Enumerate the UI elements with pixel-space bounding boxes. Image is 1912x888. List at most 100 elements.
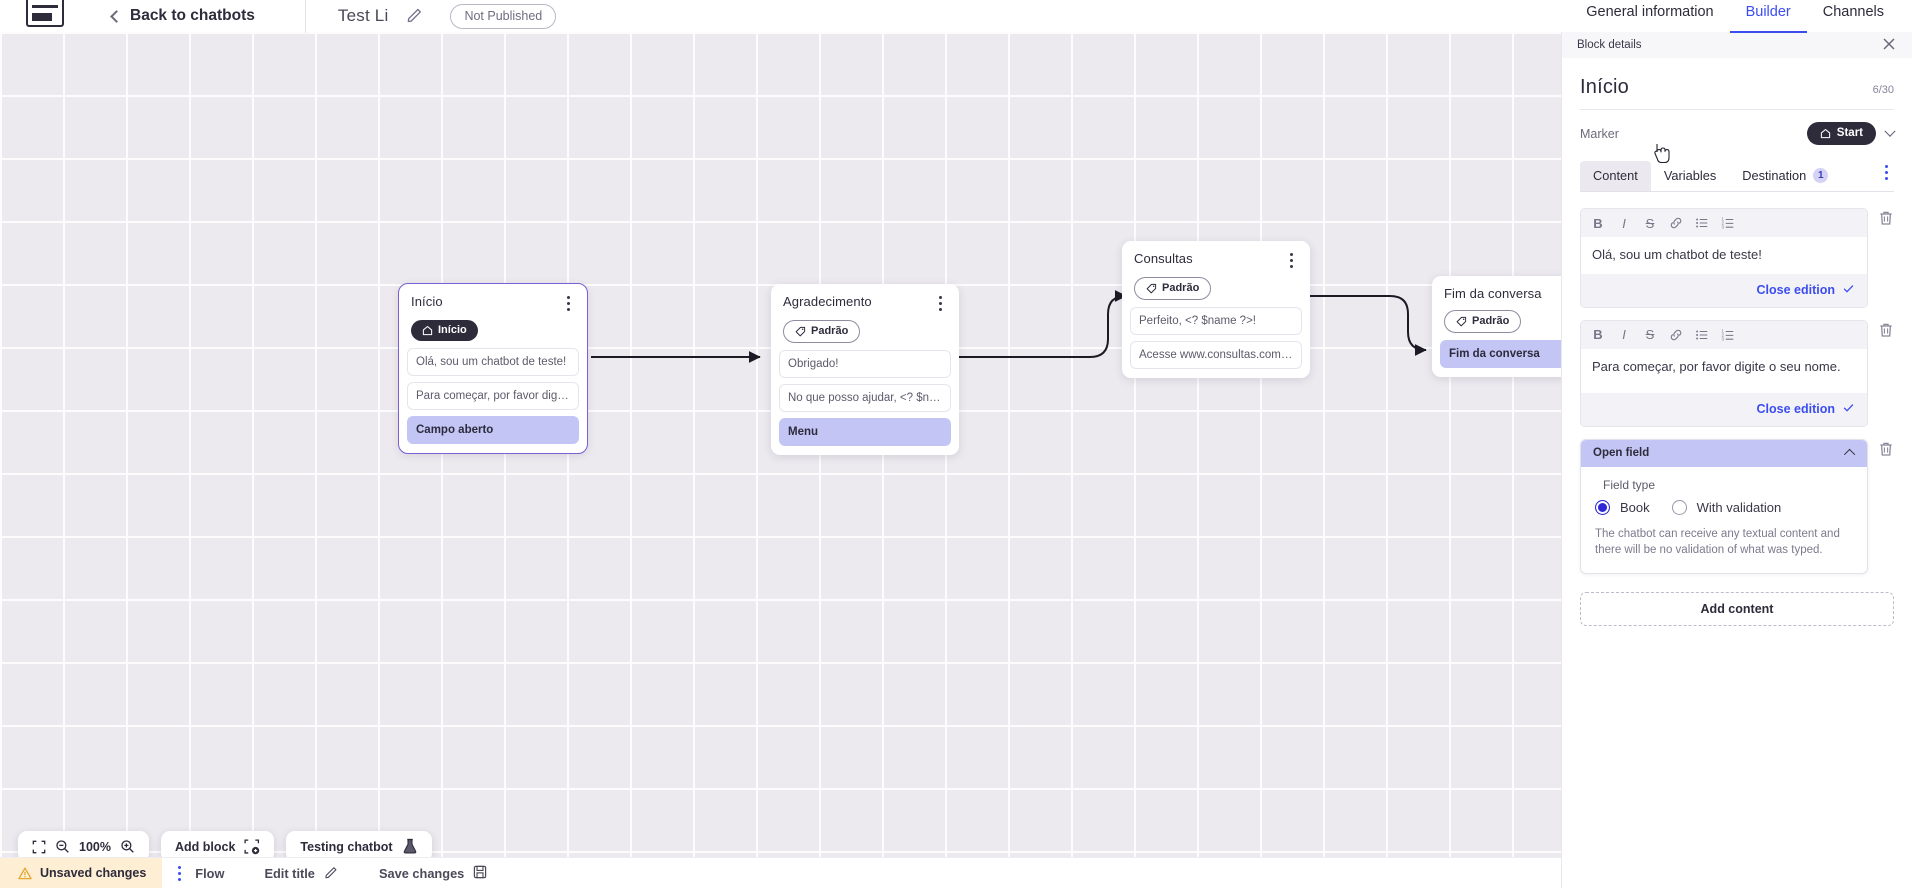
add-block-button[interactable]: Add block [160, 831, 275, 862]
top-bar: Back to chatbots Test Li Not Published G… [0, 0, 1912, 33]
block-row[interactable]: Obrigado! [779, 350, 951, 378]
edit-title-button[interactable]: Edit title [264, 864, 338, 882]
bullet-list-icon[interactable] [1691, 213, 1713, 233]
tab-variables[interactable]: Variables [1651, 161, 1729, 191]
add-block-label: Add block [174, 839, 236, 854]
add-content-button[interactable]: Add content [1580, 591, 1894, 626]
flow-label: Flow [195, 865, 225, 881]
flask-icon [402, 838, 418, 855]
italic-icon[interactable]: I [1622, 215, 1626, 231]
save-changes-button[interactable]: Save changes [379, 865, 487, 882]
svg-text:2: 2 [1722, 332, 1725, 337]
zoom-out-icon[interactable] [55, 839, 70, 854]
back-to-chatbots-link[interactable]: Back to chatbots [110, 7, 255, 25]
zoom-controls[interactable]: 100% [18, 831, 149, 862]
block-tag-padrao: Padrão [783, 320, 861, 343]
panel-tabs: Content Variables Destination 1 [1580, 161, 1894, 192]
divider [1580, 109, 1894, 110]
block-tag-label: Padrão [1162, 282, 1200, 294]
flow-block-consultas[interactable]: Consultas Padrão Perfeito, <? $name ?>! … [1122, 241, 1310, 378]
block-row[interactable]: Para começar, por favor digite o ... [407, 382, 579, 410]
unsaved-changes-label: Unsaved changes [40, 866, 147, 880]
status-kebab-menu[interactable] [178, 865, 182, 881]
tab-destination[interactable]: Destination 1 [1729, 161, 1841, 191]
block-menu-button[interactable] [561, 294, 575, 311]
tab-content[interactable]: Content [1580, 161, 1651, 191]
radio-book[interactable] [1595, 499, 1610, 515]
chatbot-title: Test Li [337, 6, 389, 25]
chevron-up-icon[interactable] [1843, 448, 1856, 460]
trash-icon[interactable] [1878, 439, 1894, 462]
strikethrough-icon[interactable]: S [1645, 327, 1655, 343]
chevron-down-icon[interactable] [1884, 125, 1896, 137]
block-title: Início [411, 294, 443, 309]
open-field-description: The chatbot can receive any textual cont… [1595, 527, 1840, 557]
editor-text[interactable]: Para começar, por favor digite o seu nom… [1581, 348, 1867, 393]
tab-variables-label: Variables [1663, 168, 1717, 183]
block-row[interactable]: Campo aberto [407, 416, 579, 444]
editor-text[interactable]: Olá, sou um chatbot de teste! [1581, 237, 1867, 274]
block-header: Agradecimento [771, 294, 959, 311]
block-row[interactable]: Menu [779, 418, 951, 446]
radio-with-validation-label[interactable]: With validation [1696, 499, 1782, 515]
app-logo-icon[interactable] [26, 0, 64, 27]
link-icon[interactable] [1665, 213, 1687, 233]
block-row[interactable]: No que posso ajudar, <? $name ... [779, 384, 951, 412]
block-row[interactable]: Perfeito, <? $name ?>! [1130, 307, 1302, 335]
tab-channels[interactable]: Channels [1822, 4, 1884, 20]
tab-general-information[interactable]: General information [1586, 4, 1714, 20]
page-title: Início [1580, 76, 1630, 98]
flow-button[interactable]: Flow [195, 866, 224, 881]
block-menu-button[interactable] [933, 294, 947, 311]
open-field-header[interactable]: Open field [1581, 439, 1867, 467]
strikethrough-icon[interactable]: S [1645, 215, 1655, 231]
panel-body: Início 6/30 Marker Start Content [1562, 58, 1912, 192]
tab-builder[interactable]: Builder [1729, 0, 1807, 33]
block-row[interactable]: Acesse www.consultas.com par... [1130, 341, 1302, 369]
link-icon[interactable] [1665, 325, 1687, 345]
toolbar-divider [304, 0, 306, 33]
block-title: Fim da conversa [1444, 286, 1542, 301]
block-tag-label: Padrão [811, 325, 849, 337]
zoom-in-icon[interactable] [120, 839, 135, 854]
close-edition-button[interactable]: Close edition [1581, 273, 1867, 307]
panel-kebab-menu[interactable] [1879, 165, 1894, 191]
pencil-icon[interactable] [406, 5, 424, 28]
check-icon [1842, 282, 1855, 298]
trash-icon[interactable] [1878, 320, 1894, 343]
close-edition-label: Close edition [1756, 282, 1835, 297]
testing-chatbot-button[interactable]: Testing chatbot [286, 831, 432, 862]
bullet-list-icon[interactable] [1691, 325, 1713, 345]
block-row[interactable]: Olá, sou um chatbot de teste! [407, 348, 579, 376]
fit-screen-icon[interactable] [32, 840, 46, 854]
flow-block-agradecimento[interactable]: Agradecimento Padrão Obrigado! No que po… [771, 284, 959, 455]
italic-icon[interactable]: I [1622, 327, 1626, 343]
marker-start-pill[interactable]: Start [1806, 122, 1876, 145]
bold-icon[interactable]: B [1593, 327, 1603, 343]
radio-book-label[interactable]: Book [1620, 499, 1650, 515]
block-menu-button[interactable] [1284, 251, 1298, 268]
field-type-options: Book With validation [1595, 499, 1853, 515]
tag-icon [795, 326, 806, 336]
flow-block-inicio[interactable]: Início Início Olá, sou um chatbot de tes… [398, 283, 588, 454]
status-badge: 1 [1813, 168, 1829, 183]
panel-title-row: Início 6/30 [1580, 58, 1894, 109]
block-rows: Perfeito, <? $name ?>! Acesse www.consul… [1122, 300, 1310, 378]
marker-label: Marker [1580, 126, 1619, 141]
block-header: Fim da conversa [1432, 286, 1592, 301]
radio-with-validation[interactable] [1671, 499, 1687, 515]
trash-icon[interactable] [1878, 208, 1894, 231]
back-to-chatbots-label: Back to chatbots [130, 7, 255, 24]
marker-row: Marker Start [1580, 110, 1896, 155]
top-navigation: General information Builder Channels [1570, 0, 1900, 33]
bold-icon[interactable]: B [1593, 215, 1603, 231]
svg-text:1: 1 [1722, 217, 1725, 222]
close-edition-button[interactable]: Close edition [1581, 392, 1867, 426]
home-icon [422, 325, 433, 335]
block-tag-padrao: Padrão [1134, 277, 1212, 300]
close-icon[interactable] [1881, 36, 1897, 55]
